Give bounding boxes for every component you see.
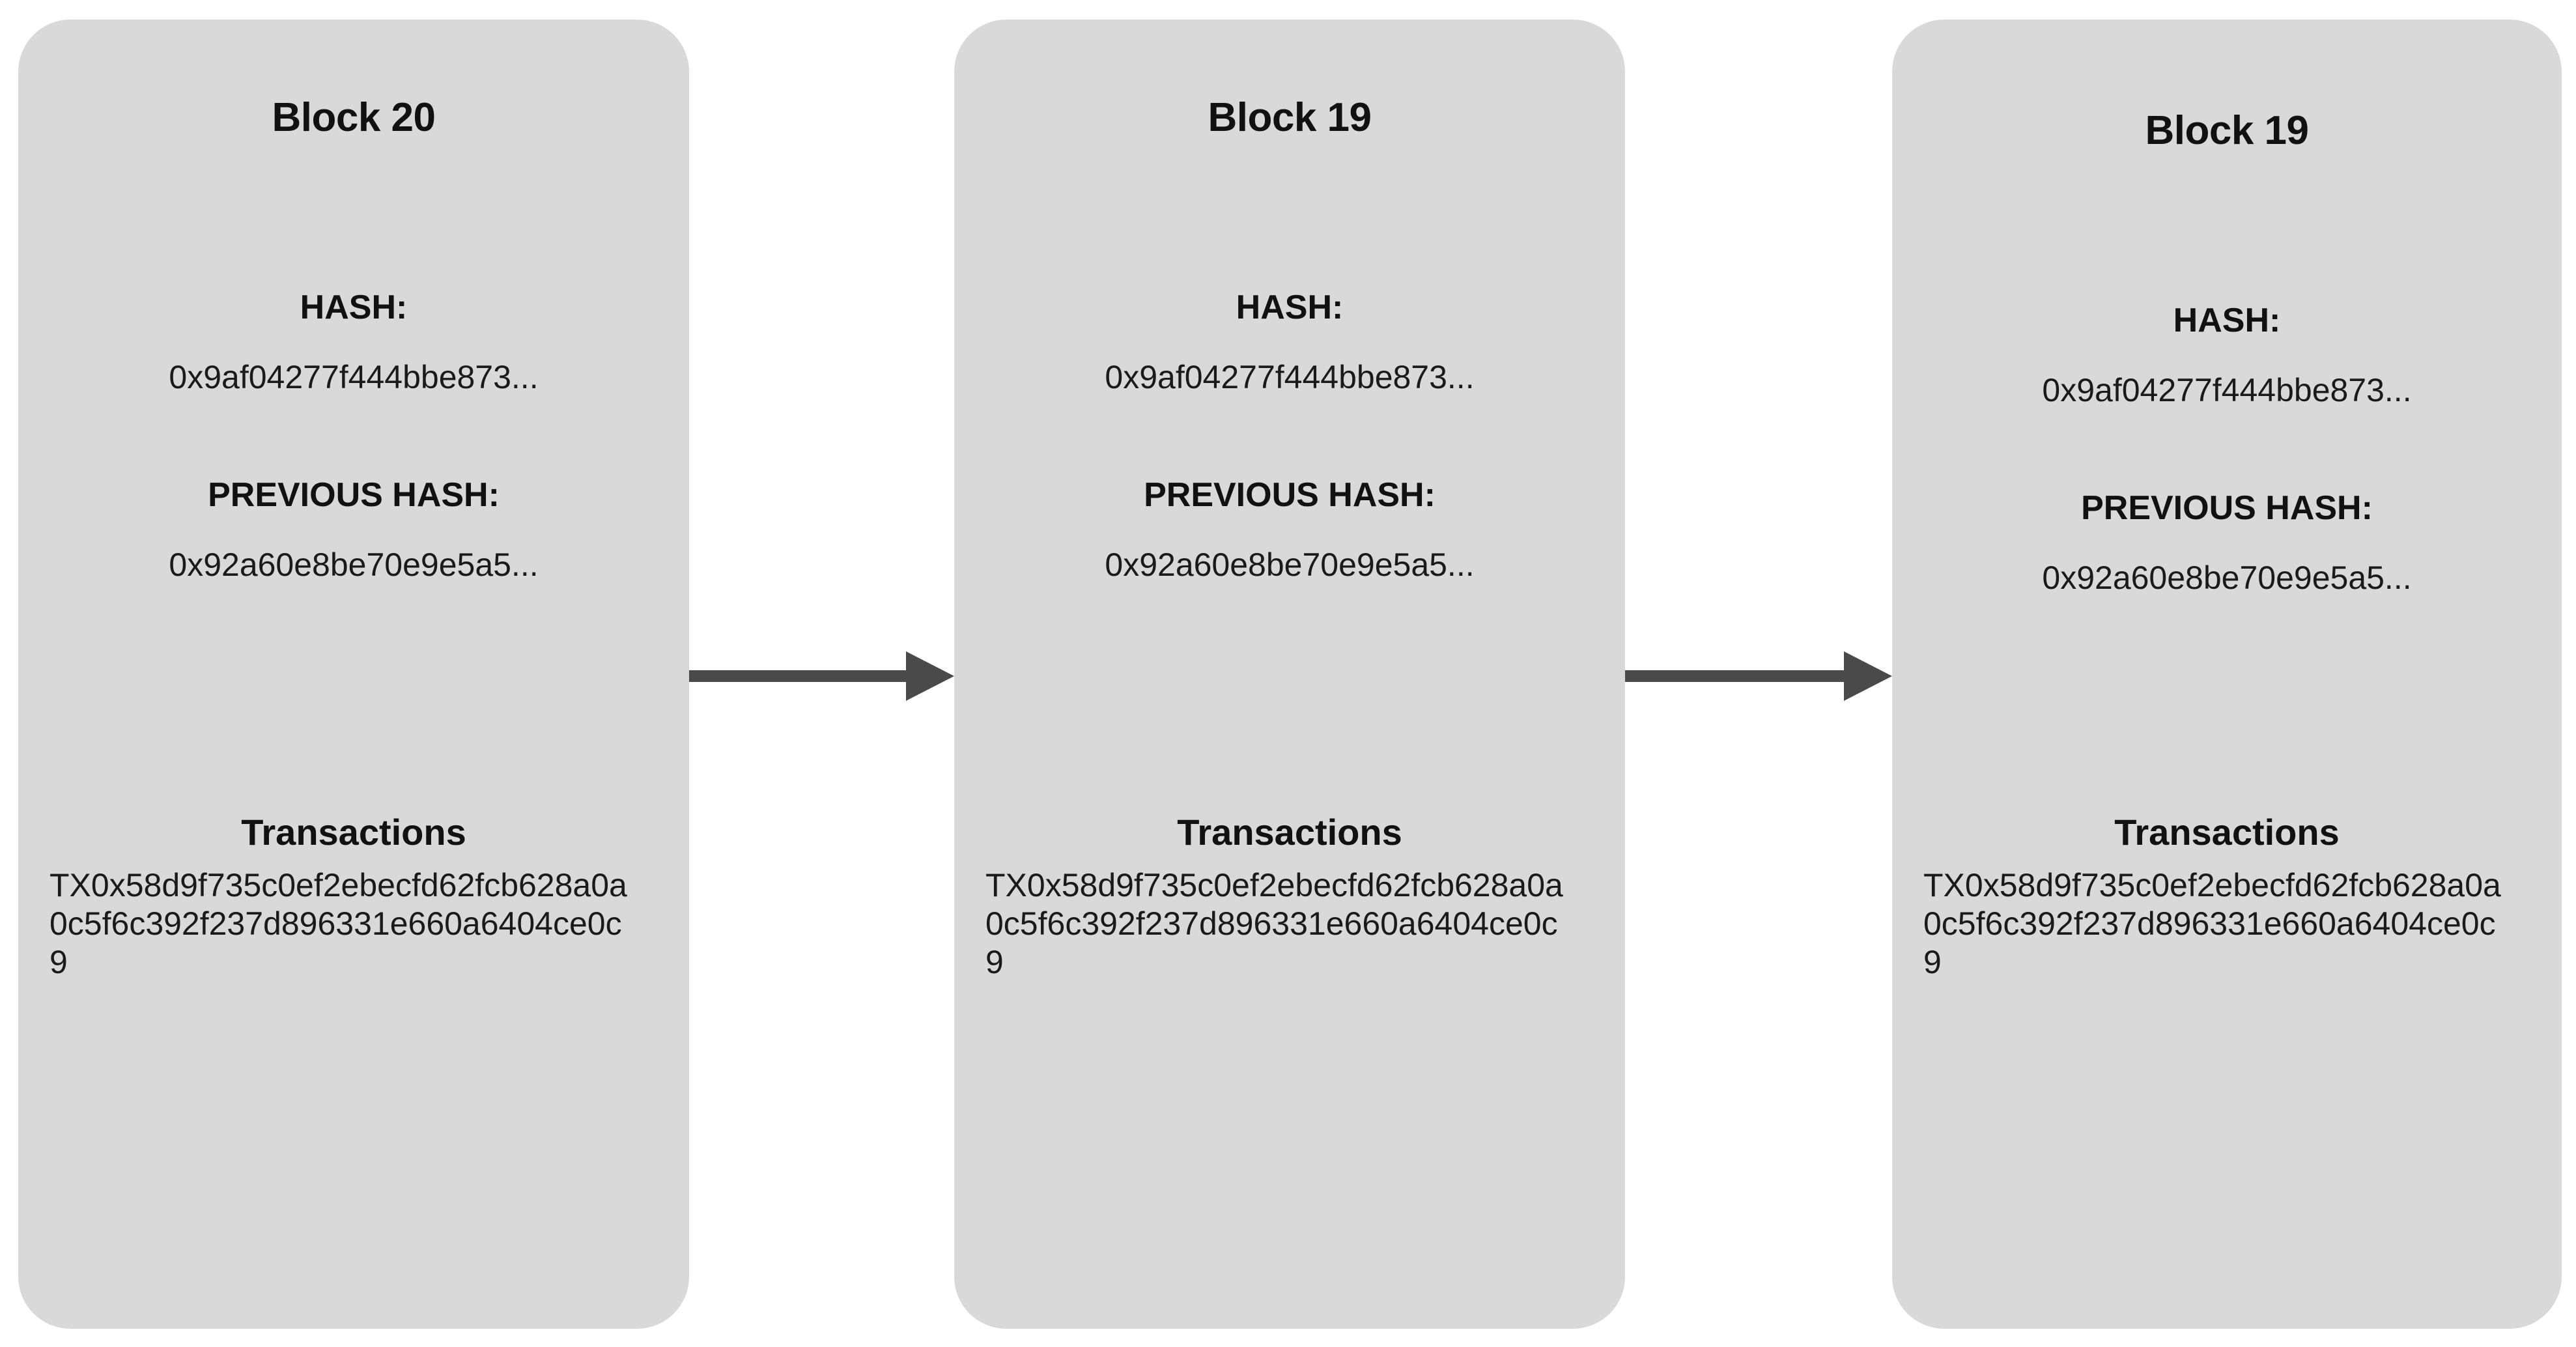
arrow-block2-to-block3: [1625, 637, 1892, 715]
block-title: Block 20: [272, 95, 436, 140]
previous-hash-label: PREVIOUS HASH:: [208, 476, 500, 514]
arrow-right-icon: [1625, 651, 1892, 701]
hash-label: HASH:: [2173, 302, 2281, 339]
arrow-right-icon: [689, 651, 954, 701]
hash-value: 0x9af04277f444bbe873...: [169, 359, 539, 395]
hash-value: 0x9af04277f444bbe873...: [1105, 359, 1475, 395]
transaction-hash: TX0x58d9f735c0ef2ebecfd62fcb628a0a0c5f6c…: [985, 867, 1563, 980]
hash-value: 0x9af04277f444bbe873...: [2042, 372, 2412, 408]
block-card-2[interactable]: Block 19 HASH: 0x9af04277f444bbe873... P…: [954, 20, 1625, 1329]
previous-hash-value: 0x92a60e8be70e9e5a5...: [1105, 546, 1475, 583]
transactions-label: Transactions: [241, 812, 466, 853]
previous-hash-label: PREVIOUS HASH:: [2081, 489, 2373, 527]
block-card-1[interactable]: Block 20 HASH: 0x9af04277f444bbe873... P…: [18, 20, 689, 1329]
transactions-label: Transactions: [1177, 812, 1402, 853]
arrow-block1-to-block2: [689, 637, 954, 715]
transaction-hash: TX0x58d9f735c0ef2ebecfd62fcb628a0a0c5f6c…: [1923, 867, 2501, 980]
previous-hash-value: 0x92a60e8be70e9e5a5...: [2042, 560, 2412, 596]
block-card-3[interactable]: Block 19 HASH: 0x9af04277f444bbe873... P…: [1892, 20, 2562, 1329]
transaction-hash: TX0x58d9f735c0ef2ebecfd62fcb628a0a0c5f6c…: [50, 867, 627, 980]
transactions-label: Transactions: [2114, 812, 2340, 853]
previous-hash-label: PREVIOUS HASH:: [1144, 476, 1436, 514]
block-title: Block 19: [1208, 95, 1372, 140]
hash-label: HASH:: [1236, 289, 1344, 326]
block-title: Block 19: [2145, 108, 2309, 153]
hash-label: HASH:: [300, 289, 408, 326]
previous-hash-value: 0x92a60e8be70e9e5a5...: [169, 546, 539, 583]
